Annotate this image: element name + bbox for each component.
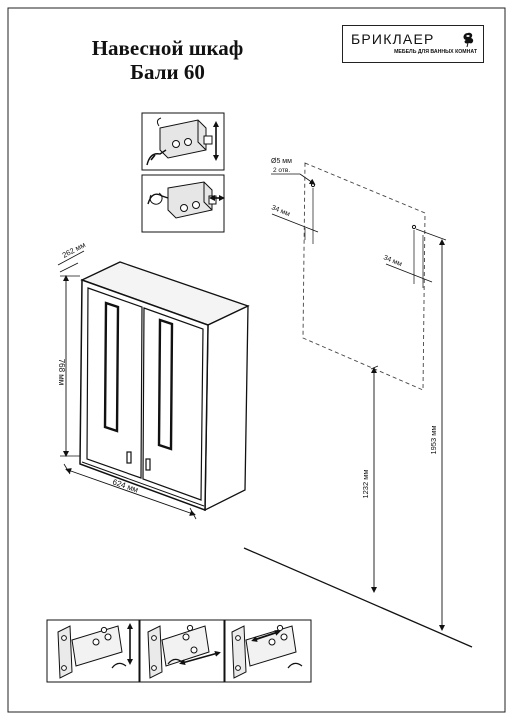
hanger-vertical-adjust-icon: [141, 112, 225, 171]
wall-mount-schema: [243, 162, 473, 648]
mount-hole-right: [411, 224, 417, 230]
logo-tagline: МЕБЕЛЬ ДЛЯ ВАННЫХ КОМНАТ: [394, 49, 477, 55]
brand-logo: БРИКЛАЕР МЕБЕЛЬ ДЛЯ ВАННЫХ КОМНАТ: [342, 25, 484, 63]
hole-count-label: 2 отв.: [273, 167, 290, 174]
hanger-horizontal-adjust-icon: [141, 174, 225, 233]
cabinet-drawing: [79, 261, 250, 512]
hole-spec-label: Ø5 мм: [271, 158, 292, 165]
cabinet-dimensions: [57, 250, 197, 520]
page-title-line-2: Бали 60: [130, 60, 205, 84]
hinge-depth-adjust-icon: [139, 619, 225, 683]
door-handle-right: [145, 458, 151, 471]
page-border: [7, 7, 506, 713]
cabinet-height-label: 768 мм: [57, 359, 66, 386]
left-offset-label: 34 мм: [270, 204, 291, 218]
right-offset-label: 34 мм: [382, 254, 403, 268]
top-height-label: 1953 мм: [429, 425, 438, 454]
hinge-vertical-adjust-icon: [46, 619, 140, 683]
bottom-height-label: 1232 мм: [361, 469, 370, 498]
rose-icon: [463, 32, 474, 47]
mount-hole-left: [310, 182, 316, 188]
door-handle-left: [126, 451, 132, 464]
page-title-line-1: Навесной шкаф: [91, 36, 244, 60]
logo-brand-name: БРИКЛАЕР: [351, 31, 435, 47]
hinge-side-adjust-icon: [224, 619, 312, 683]
